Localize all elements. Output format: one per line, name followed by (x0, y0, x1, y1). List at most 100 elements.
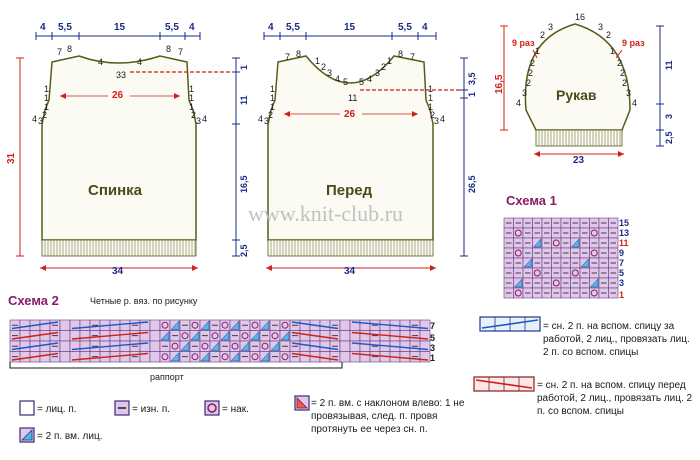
back-outline (41, 55, 197, 241)
scheme-2-cell (319, 351, 331, 363)
scheme-2-cell (79, 319, 91, 331)
scheme-2-cell (189, 351, 201, 363)
front-shoulder-left-1: 7 (285, 52, 290, 62)
scheme-2-cell (59, 319, 71, 331)
scheme-1: Схема 1 15 13 11 9 7 5 3 1 (503, 193, 629, 300)
scheme-2-title: Схема 2 (8, 293, 59, 308)
scheme-2-cell (79, 330, 91, 342)
legend-k2tog-left: = 2 п. вм. с наклоном влево: 1 не провяз… (311, 398, 465, 435)
sleeve-top: 16 (575, 12, 585, 22)
front-shoulder-left-2: 8 (296, 49, 301, 59)
sleeve-repeat-left: 9 раз (512, 38, 535, 48)
back-shoulder-left-2: 8 (67, 44, 72, 54)
front-armhole-right-6: 4 (440, 114, 445, 124)
scheme-2-row-7: 7 (430, 321, 435, 331)
scheme-2-cell (399, 351, 411, 363)
scheme-2-cell (339, 351, 351, 363)
back-top-width-4: 5,5 (165, 22, 179, 33)
back-height-1: 1 (239, 65, 249, 70)
scheme-1-row-9: 9 (619, 248, 624, 258)
scheme-2-cell (179, 330, 191, 342)
sleeve-cap-left-7: 3 (522, 88, 527, 98)
scheme-2-cell (39, 330, 51, 342)
legend-k2tog: = 2 п. вм. лиц. (37, 431, 103, 442)
scheme-2-cell (209, 330, 221, 342)
scheme-2-cell (219, 319, 231, 331)
scheme-2-cell (19, 330, 31, 342)
back-armhole-right-2: 1 (189, 93, 194, 103)
scheme-2-cell (249, 351, 261, 363)
front-neck-right-2: 4 (367, 74, 372, 84)
scheme-2-cell (339, 319, 351, 331)
scheme-2-cell (19, 340, 31, 352)
scheme-1-row-3: 3 (619, 278, 624, 288)
front-top-width-3: 15 (344, 22, 356, 33)
scheme-2-cell (359, 340, 371, 352)
front-armhole-left-3: 1 (270, 102, 275, 112)
back-armhole-left-4: 2 (42, 110, 47, 120)
scheme-2-cell (339, 340, 351, 352)
scheme-2-cell (229, 340, 241, 352)
scheme-2-cell (399, 319, 411, 331)
scheme-2-cell (299, 340, 311, 352)
back-neck-right: 4 (137, 57, 142, 67)
back-armhole-right-6: 4 (202, 114, 207, 124)
back-height-3: 16,5 (239, 175, 249, 193)
scheme-2-cell (299, 351, 311, 363)
sleeve-height-2: 3 (664, 114, 674, 119)
sleeve-cap-right-3: 1 (610, 46, 615, 56)
scheme-2-cell (149, 319, 161, 331)
sleeve-cap-right-4: 2 (617, 58, 622, 68)
scheme-2-cell (149, 340, 161, 352)
back-bottom-width: 34 (112, 266, 124, 277)
front-armhole-right-1: 1 (428, 84, 433, 94)
back-armhole-left-2: 1 (44, 93, 49, 103)
back-height-2: 11 (239, 95, 249, 105)
scheme-2-cell (119, 319, 131, 331)
sleeve-cap-right-5: 2 (620, 68, 625, 78)
front-height-3: 26,5 (467, 175, 477, 193)
front-top-width-4: 5,5 (398, 22, 412, 33)
sleeve-cap-right-8: 4 (632, 98, 637, 108)
back-neck-center: 33 (116, 70, 126, 80)
scheme-2: Схема 2 Четные р. вяз. по рисунку 7 5 3 … (8, 293, 435, 382)
cable-back-symbol (479, 316, 541, 332)
scheme-1-row-7: 7 (619, 258, 624, 268)
scheme-1-grid (503, 217, 619, 299)
front-label: Перед (326, 182, 373, 199)
scheme-2-cell (149, 351, 161, 363)
sleeve-cap-left-6: 2 (526, 78, 531, 88)
legend-knit: = лиц. п. (37, 404, 77, 415)
scheme-2-cell (299, 330, 311, 342)
scheme-2-cell (359, 330, 371, 342)
scheme-1-row-15: 15 (619, 218, 629, 228)
repeat-label: раппорт (150, 372, 184, 382)
scheme-2-cell (339, 330, 351, 342)
scheme-2-cell (189, 319, 201, 331)
sleeve-cap-left-5: 2 (528, 68, 533, 78)
back-armhole-right-4: 2 (191, 110, 196, 120)
front-armhole-right-4: 2 (430, 110, 435, 120)
scheme-2-cell (359, 351, 371, 363)
sleeve-repeat-right: 9 раз (622, 38, 645, 48)
scheme-2-cell (79, 340, 91, 352)
sleeve-piece: 16 3 2 1 2 2 2 3 4 3 2 1 2 2 2 3 4 9 раз… (494, 12, 674, 166)
front-neck-right-3: 3 (375, 68, 380, 78)
scheme-2-cell (169, 340, 181, 352)
watermark-text: www.knit-club.ru (248, 201, 403, 226)
back-total-height: 31 (6, 152, 17, 164)
front-neck-right-5: 1 (387, 56, 392, 66)
yarn-over-symbol (204, 400, 220, 416)
scheme-2-cell (199, 340, 211, 352)
back-shoulder-right-2: 7 (178, 47, 183, 57)
scheme-2-cell (59, 330, 71, 342)
sleeve-cap-right-2: 2 (606, 30, 611, 40)
scheme-2-cell (159, 319, 171, 331)
back-height-4: 2,5 (239, 244, 249, 257)
back-armhole-left-1: 1 (44, 84, 49, 94)
front-height-1: 3,5 (467, 72, 477, 85)
knit-symbol (19, 400, 35, 416)
front-top-width-1: 4 (268, 22, 274, 33)
back-armhole-left-6: 4 (32, 114, 37, 124)
